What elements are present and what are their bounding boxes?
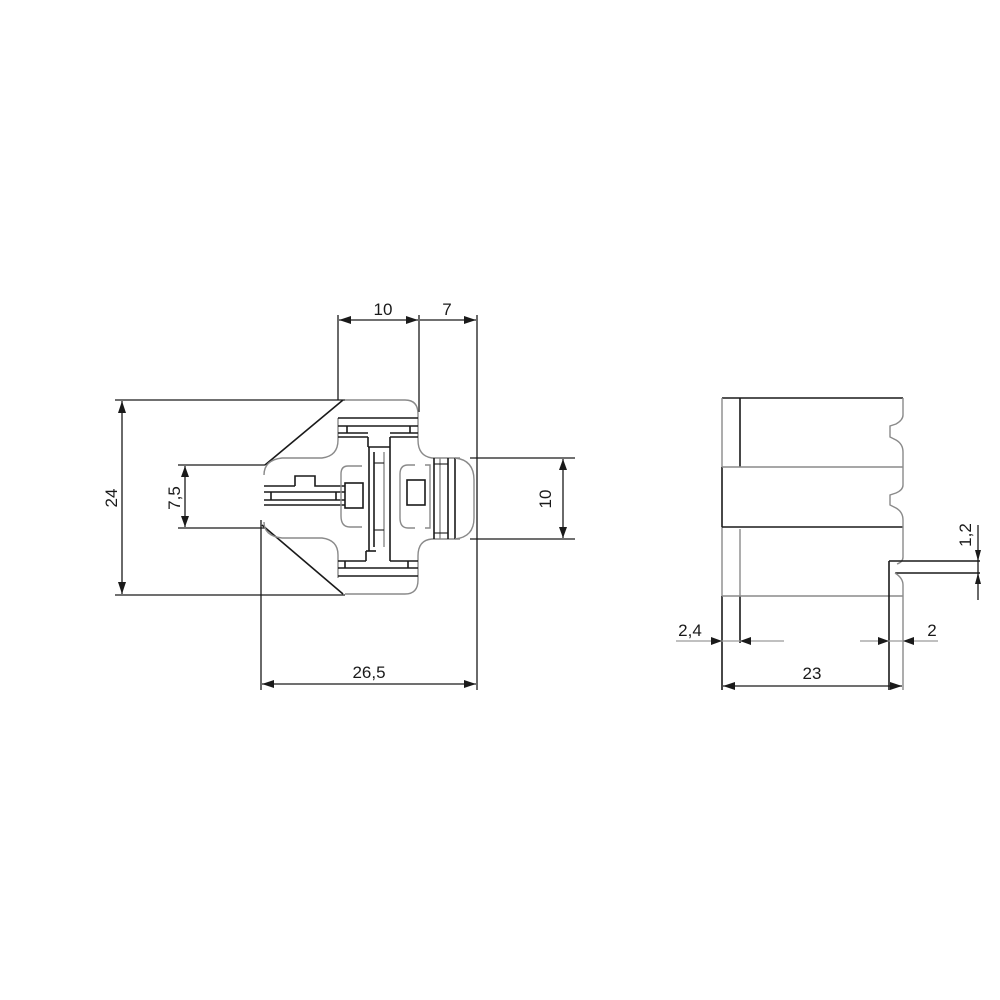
dim-label-side-width: 23 — [803, 664, 822, 683]
dim-label-top-left: 10 — [374, 300, 393, 319]
dim-label-right-height: 10 — [536, 490, 555, 509]
dim-label-top-right: 7 — [442, 300, 451, 319]
dim-label-slot-height: 7,5 — [165, 486, 184, 510]
dim-label-overall-height: 24 — [102, 489, 121, 508]
dim-label-pin-thickness: 1,2 — [956, 523, 975, 547]
side-view — [676, 397, 981, 690]
front-view — [115, 315, 575, 690]
dim-label-overall-width: 26,5 — [352, 663, 385, 682]
dim-label-right-offset: 2 — [927, 621, 936, 640]
dim-label-left-offset: 2,4 — [678, 621, 702, 640]
